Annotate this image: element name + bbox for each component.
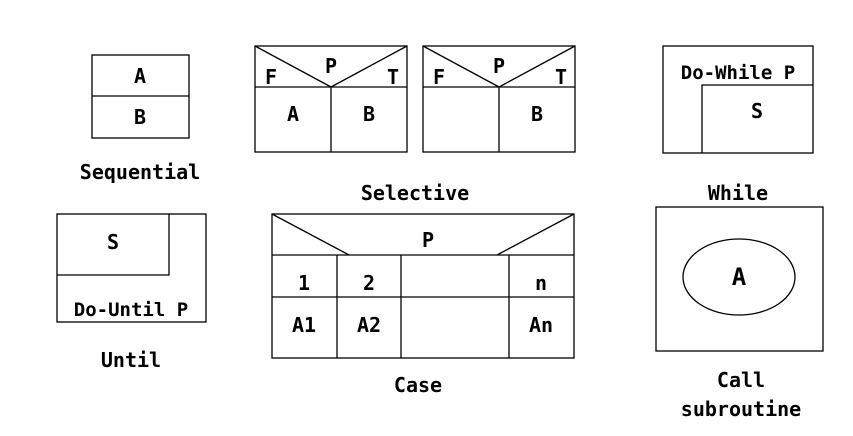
case-left-diagonal (271, 213, 350, 256)
case-condition-label: P (422, 228, 434, 252)
if-else-right-diagonal (330, 45, 408, 88)
case-value-1: 1 (298, 271, 310, 295)
until-body-s: S (107, 230, 119, 254)
until-condition-label: Do-Until P (74, 299, 188, 321)
case-value-2: 2 (363, 271, 375, 295)
subroutine-ellipse (682, 238, 796, 316)
sequential-caption: Sequential (80, 160, 200, 184)
while-condition-label: Do-While P (681, 62, 795, 84)
if-else-condition-label: P (325, 54, 337, 78)
case-action-a1: A1 (292, 313, 316, 337)
if-else-branch-a: A (287, 102, 299, 126)
case-right-diagonal (496, 213, 575, 256)
while-box (662, 45, 814, 154)
if-else-false-label: F (265, 65, 277, 89)
sequential-block-b: B (134, 105, 146, 129)
case-action-an: An (529, 313, 553, 337)
if-then-right-diagonal (498, 45, 576, 88)
if-then-branch-b: B (531, 102, 543, 126)
if-then-false-label: F (433, 65, 445, 89)
call-caption-line1: Call (717, 368, 765, 392)
until-box (56, 213, 207, 323)
case-box (271, 213, 575, 359)
if-else-branch-b: B (363, 102, 375, 126)
while-structure: Do-While P S While (662, 45, 814, 205)
if-else-true-label: T (387, 65, 399, 89)
call-caption-line2: subroutine (681, 397, 801, 421)
call-subroutine-structure: A Call subroutine (655, 206, 824, 421)
until-body-border (57, 214, 170, 276)
call-subroutine-box (655, 206, 824, 352)
selective-caption: Selective (361, 181, 469, 205)
until-structure: S Do-Until P Until (56, 213, 207, 372)
while-body-border (701, 84, 813, 153)
selective-if-else-structure: F P T A B (254, 45, 408, 153)
sequential-block-a: A (134, 64, 146, 88)
case-structure: P 1 2 n A1 A2 An Case (271, 213, 575, 397)
while-body-s: S (751, 99, 763, 123)
if-then-left-diagonal (422, 45, 500, 88)
if-then-condition-label: P (493, 54, 505, 78)
case-caption: Case (394, 373, 442, 397)
if-else-left-diagonal (254, 45, 332, 88)
subroutine-label-a: A (732, 263, 747, 291)
while-caption: While (708, 181, 768, 205)
until-caption: Until (101, 348, 161, 372)
sequential-structure: A B Sequential (80, 54, 200, 184)
if-then-true-label: T (555, 65, 567, 89)
case-action-a2: A2 (357, 313, 381, 337)
case-value-n: n (535, 271, 547, 295)
selective-if-then-structure: F P T B (422, 45, 576, 153)
